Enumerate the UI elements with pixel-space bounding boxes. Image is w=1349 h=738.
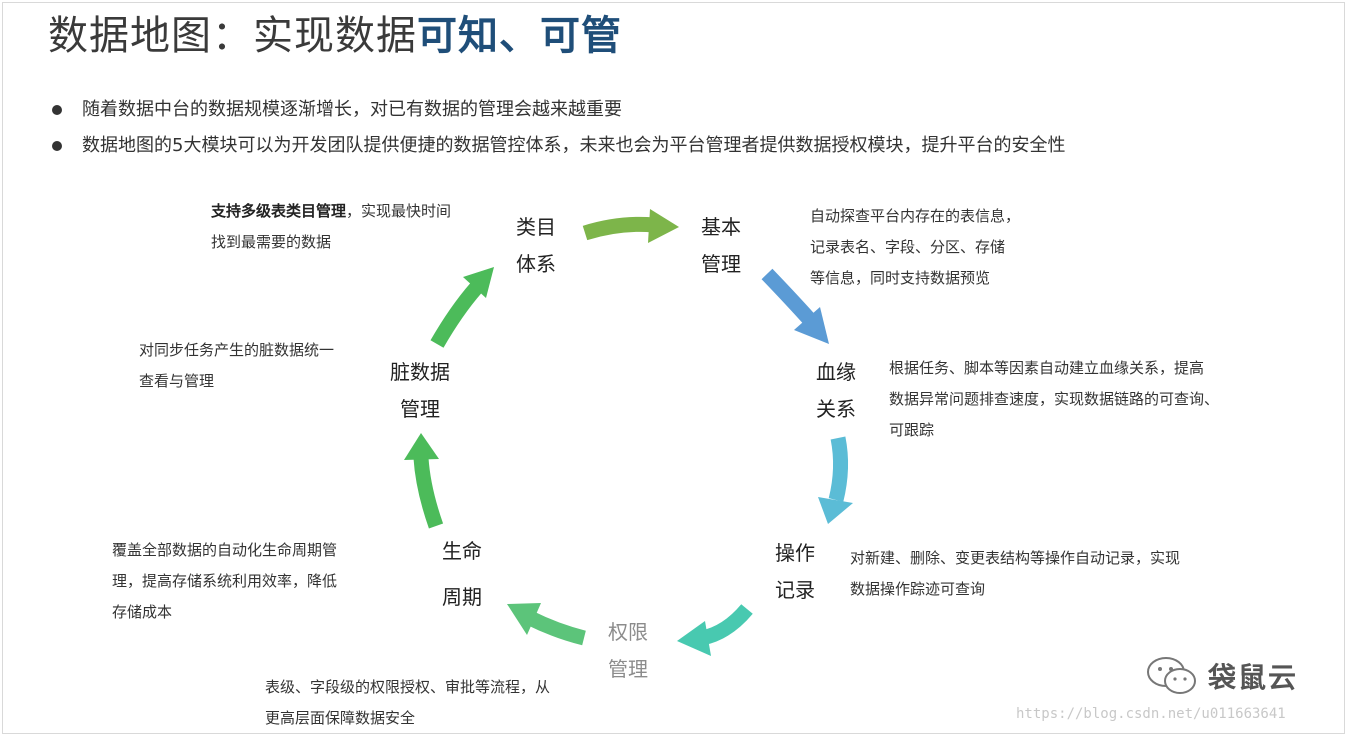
desc-line: 支持多级表类目管理，实现最快时间 <box>211 196 451 227</box>
node-label-line1: 类目 <box>516 215 556 239</box>
desc-line: 查看与管理 <box>139 372 215 390</box>
desc-line: 可跟踪 <box>889 421 935 439</box>
bullet-dot-icon <box>52 141 62 151</box>
node-permission: 权限 管理 <box>604 614 652 688</box>
arrow-basic-to-lineage <box>761 268 829 344</box>
node-label-line1: 权限 <box>608 620 648 644</box>
desc-lifecycle: 覆盖全部数据的自动化生命周期管 理，提高存储系统利用效率，降低 存储成本 <box>112 535 337 628</box>
bullet-item: 随着数据中台的数据规模逐渐增长，对已有数据的管理会越来越重要 <box>50 94 1065 126</box>
arrow-category-to-basic <box>582 209 679 243</box>
bullet-text: 数据地图的5大模块可以为开发团队提供便捷的数据管控体系，未来也会为平台管理者提供… <box>82 135 1066 156</box>
desc-line: 理，提高存储系统利用效率，降低 <box>112 572 338 590</box>
node-category: 类目 体系 <box>512 209 560 283</box>
bullet-text: 随着数据中台的数据规模逐渐增长，对已有数据的管理会越来越重要 <box>82 99 622 120</box>
node-dirty-data: 脏数据 管理 <box>383 354 457 428</box>
arrow-dirty-to-category <box>430 267 494 348</box>
node-label-line2: 记录 <box>775 578 815 602</box>
desc-line: 覆盖全部数据的自动化生命周期管 <box>112 541 338 559</box>
desc-text: ，实现最快时间 <box>346 202 452 220</box>
desc-line: 对同步任务产生的脏数据统一 <box>139 341 335 359</box>
node-label-line1: 生命 <box>442 539 482 563</box>
node-lifecycle: 生命 周期 <box>438 528 486 620</box>
desc-line: 自动探查平台内存在的表信息， <box>810 207 1021 225</box>
desc-operation: 对新建、删除、变更表结构等操作自动记录，实现 数据操作踪迹可查询 <box>850 543 1180 605</box>
node-label-line2: 关系 <box>816 397 856 421</box>
desc-line: 根据任务、脚本等因素自动建立血缘关系，提高 <box>889 359 1205 377</box>
desc-category: 支持多级表类目管理，实现最快时间 找到最需要的数据 <box>211 196 451 258</box>
node-label-line2: 体系 <box>516 252 556 276</box>
arrow-permission-to-lifecycle <box>507 603 586 646</box>
desc-permission: 表级、字段级的权限授权、审批等流程，从 更高层面保障数据安全 <box>265 672 550 734</box>
node-label-line1: 操作 <box>775 541 815 565</box>
node-label-line2: 管理 <box>400 397 440 421</box>
desc-line: 更高层面保障数据安全 <box>265 709 416 727</box>
node-label-line1: 血缘 <box>816 360 856 384</box>
arrow-operation-to-permission <box>677 604 753 656</box>
desc-line: 存储成本 <box>112 603 173 621</box>
desc-line: 对新建、删除、变更表结构等操作自动记录，实现 <box>850 549 1181 567</box>
title-main: 数据地图：实现数据 <box>48 13 417 59</box>
desc-line: 等信息，同时支持数据预览 <box>810 269 991 287</box>
arrow-lifecycle-to-dirty <box>404 433 444 529</box>
node-basic: 基本 管理 <box>697 209 745 283</box>
desc-line: 表级、字段级的权限授权、审批等流程，从 <box>265 678 551 696</box>
brand-watermark: 袋鼠云 <box>1146 654 1298 698</box>
desc-line: 数据异常问题排查速度，实现数据链路的可查询、 <box>889 390 1220 408</box>
desc-line: 记录表名、字段、分区、存储 <box>810 238 1006 256</box>
title-highlight: 可知、可管 <box>417 13 622 59</box>
source-url-watermark: https://blog.csdn.net/u011663641 <box>1016 706 1286 722</box>
bullet-list: 随着数据中台的数据规模逐渐增长，对已有数据的管理会越来越重要 数据地图的5大模块… <box>50 94 1065 166</box>
node-label-line2: 管理 <box>701 252 741 276</box>
node-label-line1: 基本 <box>701 215 741 239</box>
node-label-line2: 周期 <box>442 585 482 609</box>
bullet-item: 数据地图的5大模块可以为开发团队提供便捷的数据管控体系，未来也会为平台管理者提供… <box>50 130 1065 162</box>
arrow-lineage-to-operation <box>818 436 853 524</box>
desc-line: 找到最需要的数据 <box>211 233 332 251</box>
desc-lineage: 根据任务、脚本等因素自动建立血缘关系，提高 数据异常问题排查速度，实现数据链路的… <box>889 353 1219 446</box>
desc-bold: 支持多级表类目管理 <box>211 202 347 220</box>
page-title: 数据地图：实现数据可知、可管 <box>48 10 622 62</box>
bullet-dot-icon <box>52 105 62 115</box>
desc-line: 数据操作踪迹可查询 <box>850 580 986 598</box>
node-operation: 操作 记录 <box>771 535 819 609</box>
node-label-line1: 脏数据 <box>390 360 450 384</box>
brand-name: 袋鼠云 <box>1208 661 1299 694</box>
wechat-icon <box>1147 657 1196 694</box>
node-lineage: 血缘 关系 <box>812 354 860 428</box>
node-label-line2: 管理 <box>608 657 648 681</box>
desc-basic: 自动探查平台内存在的表信息， 记录表名、字段、分区、存储 等信息，同时支持数据预… <box>810 201 1020 294</box>
desc-dirty-data: 对同步任务产生的脏数据统一 查看与管理 <box>139 335 334 397</box>
